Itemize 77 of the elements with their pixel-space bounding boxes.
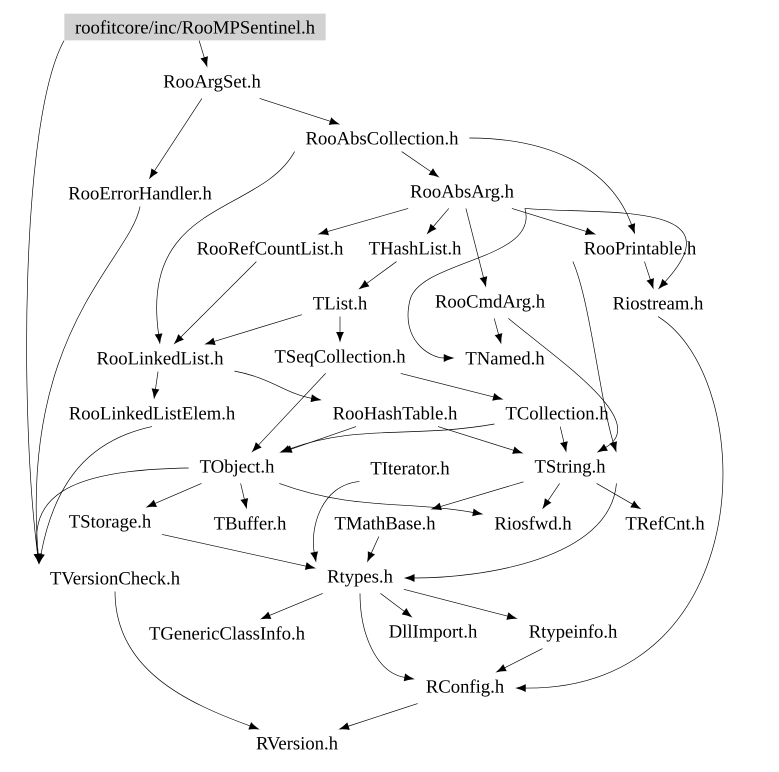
arrow xyxy=(560,426,568,452)
file-label: RooAbsCollection.h xyxy=(306,131,458,145)
file-label: TSeqCollection.h xyxy=(274,350,406,366)
arrow xyxy=(310,481,360,562)
arrow xyxy=(496,648,543,672)
arrow xyxy=(644,261,654,288)
arrow xyxy=(114,591,259,730)
arrow xyxy=(34,468,189,564)
arrow xyxy=(37,426,152,564)
file-label: TNamed.h xyxy=(466,351,544,365)
arrow xyxy=(252,373,326,452)
arrow xyxy=(234,370,321,402)
arrow xyxy=(469,138,636,234)
arrow xyxy=(318,208,408,236)
file-label: Riosfwd.h xyxy=(494,516,572,530)
arrow xyxy=(466,208,488,287)
arrow xyxy=(432,481,524,510)
arrow xyxy=(401,151,439,178)
arrow xyxy=(404,483,617,582)
file-label: Rtypes.h xyxy=(328,570,393,586)
file-label: TMathBase.h xyxy=(334,516,436,530)
file-label: TStorage.h xyxy=(69,514,151,532)
file-label: TObject.h xyxy=(200,460,274,476)
file-label: RooLinkedList.h xyxy=(97,351,224,365)
file-label: RooHashTable.h xyxy=(333,406,458,420)
file-label: RooAbsArg.h xyxy=(410,184,514,202)
arrow xyxy=(146,483,202,508)
file-label: RooRefCountList.h xyxy=(197,241,344,255)
arrow xyxy=(438,426,523,454)
file-label: Rtypeinfo.h xyxy=(529,624,618,642)
arrow xyxy=(260,593,324,620)
file-label: RooCmdArg.h xyxy=(436,294,545,312)
file-label: TString.h xyxy=(534,460,606,476)
arrow xyxy=(240,483,248,508)
arrow xyxy=(508,318,618,452)
arrow xyxy=(360,593,414,682)
file-label: Riostream.h xyxy=(613,296,704,310)
file-label: DllImport.h xyxy=(389,624,478,642)
file-label: RooLinkedListElem.h xyxy=(69,406,235,420)
arrow xyxy=(198,40,208,67)
file-label: RooErrorHandler.h xyxy=(68,186,212,200)
arrow xyxy=(154,151,295,344)
file-label: RConfig.h xyxy=(426,679,504,697)
arrow xyxy=(152,371,160,398)
arrow xyxy=(367,536,380,562)
file-label: TRefCnt.h xyxy=(626,516,704,530)
arrow xyxy=(512,208,596,236)
arrow xyxy=(524,208,686,289)
arrow xyxy=(174,261,257,344)
arrow xyxy=(205,314,302,346)
file-label: RVersion.h xyxy=(256,736,338,750)
arrow xyxy=(278,483,482,516)
arrow xyxy=(516,316,724,692)
arrow xyxy=(259,98,340,125)
arrow xyxy=(542,483,560,509)
file-label: TList.h xyxy=(313,296,367,310)
file-box: roofitcore/inc/RooMPSentinel.h xyxy=(64,14,326,40)
arrow xyxy=(494,318,502,344)
file-label: TBuffer.h xyxy=(214,516,286,530)
file-label: TGenericClassInfo.h xyxy=(149,626,305,640)
arrow xyxy=(572,261,617,452)
file-label: THashList.h xyxy=(368,241,462,255)
arrow xyxy=(149,98,202,179)
arrow xyxy=(280,424,495,453)
arrow xyxy=(162,534,316,570)
arrow xyxy=(427,208,450,234)
file-label: TIterator.h xyxy=(370,461,450,475)
file-label: TVersionCheck.h xyxy=(50,571,180,585)
arrow xyxy=(400,373,503,401)
arrow xyxy=(596,483,641,510)
arrow xyxy=(408,208,526,362)
arrow xyxy=(339,703,418,730)
arrow xyxy=(359,261,397,289)
arrow xyxy=(404,588,517,620)
arrow xyxy=(336,316,344,342)
arrow xyxy=(380,593,412,618)
file-label: RooArgSet.h xyxy=(164,74,261,92)
